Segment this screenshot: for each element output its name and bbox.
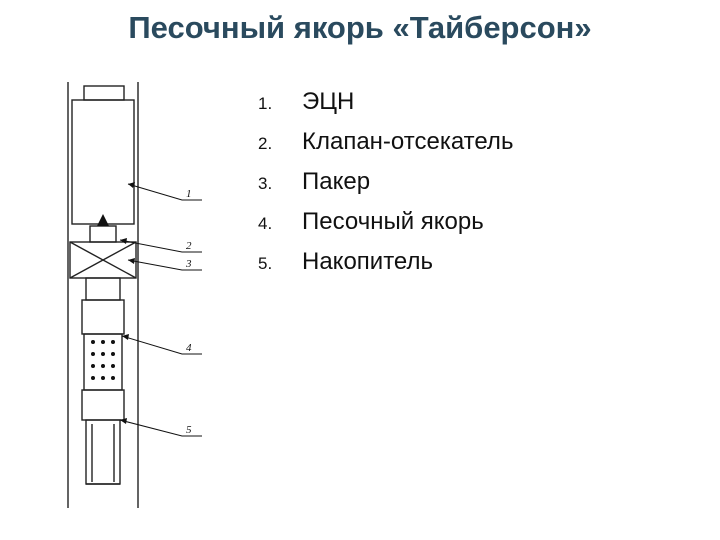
sand-anchor-diagram: 1 2 3 4 5 (67, 82, 202, 508)
valve-arrow-icon (97, 214, 109, 226)
item-number: 5. (258, 254, 273, 273)
list-item: 4. Песочный якорь (258, 208, 513, 248)
item-text: Песочный якорь (302, 208, 484, 235)
item-number: 2. (258, 134, 273, 153)
esp-top-cap (83, 85, 125, 101)
callout-3: 3 (185, 258, 192, 270)
item-text: Клапан-отсекатель (302, 128, 514, 155)
leader-1 (127, 183, 202, 201)
callout-2: 2 (186, 240, 192, 252)
leader-2 (119, 239, 202, 253)
item-number: 4. (258, 214, 273, 233)
item-number: 1. (258, 94, 273, 113)
esp-pump (71, 99, 135, 225)
accumulator (85, 419, 121, 485)
callout-4: 4 (186, 342, 192, 354)
pipe-segment (85, 277, 121, 301)
slide-title: Песочный якорь «Тайберсон» (128, 10, 592, 45)
list-item: 1. ЭЦН (258, 88, 513, 128)
perforation-holes (91, 340, 115, 380)
item-text: Пакер (302, 168, 371, 195)
callout-5: 5 (186, 424, 192, 436)
callout-1: 1 (186, 188, 192, 200)
item-number: 3. (258, 174, 273, 193)
cutoff-valve-body (89, 225, 117, 243)
list-item: 3. Пакер (258, 168, 513, 208)
pipe-block (81, 299, 125, 335)
leader-4 (121, 335, 202, 355)
leader-5 (119, 419, 202, 437)
leader-3 (127, 259, 202, 271)
item-text: ЭЦН (302, 88, 355, 115)
packer-cross-b (69, 241, 137, 279)
list-item: 5. Накопитель (258, 248, 513, 288)
lower-block (81, 389, 125, 421)
list-item: 2. Клапан-отсекатель (258, 128, 513, 168)
item-text: Накопитель (302, 248, 433, 275)
legend-list: 1. ЭЦН 2. Клапан-отсекатель 3. Пакер 4. … (258, 88, 513, 288)
